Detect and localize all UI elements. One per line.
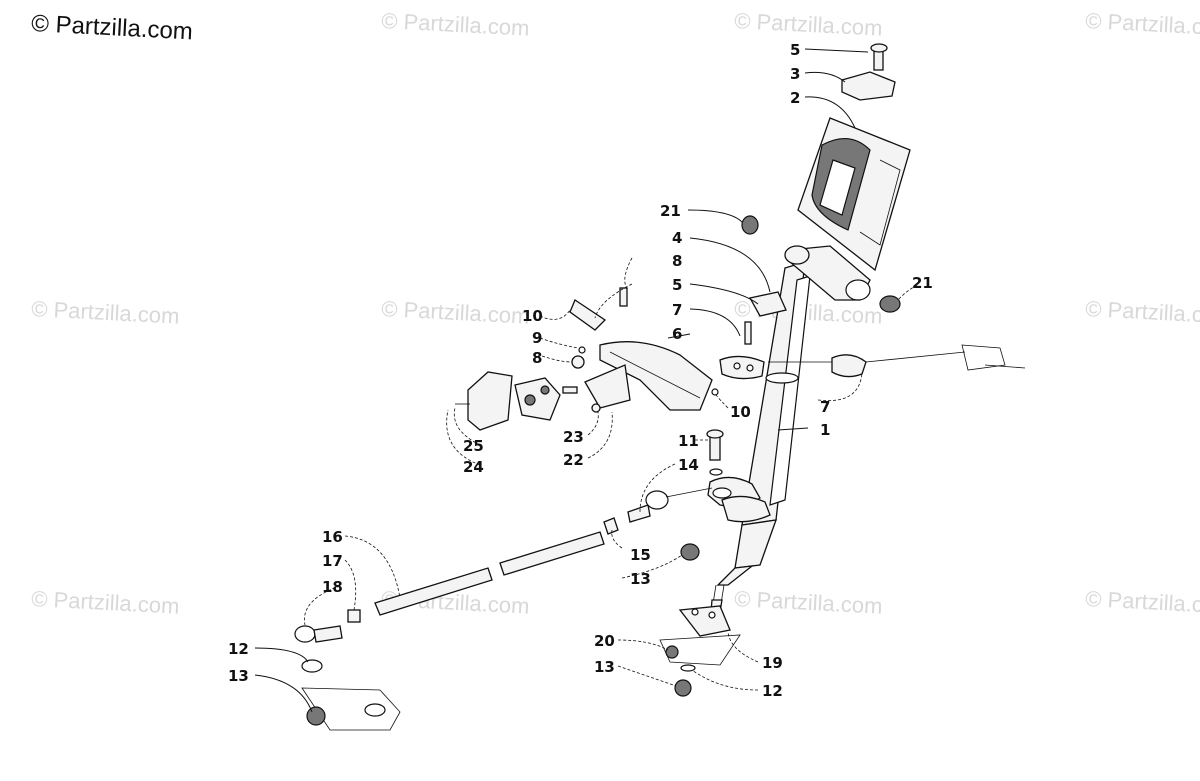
- steering-post: [707, 245, 871, 613]
- steering-arm: [659, 605, 741, 697]
- callout-24: 24: [463, 458, 484, 476]
- callout-22: 22: [563, 451, 584, 469]
- callout-7: 7: [820, 398, 830, 416]
- callout-11: 11: [678, 432, 699, 450]
- callout-21: 21: [660, 202, 681, 220]
- switch-housing: [455, 364, 631, 431]
- callout-12: 12: [228, 640, 249, 658]
- callout-13: 13: [228, 667, 249, 685]
- callout-21: 21: [912, 274, 933, 292]
- callout-19: 19: [762, 654, 783, 672]
- end-plug: [741, 215, 759, 235]
- callout-8: 8: [532, 349, 542, 367]
- callout-9: 9: [532, 329, 542, 347]
- callout-25: 25: [463, 437, 484, 455]
- end-plug: [879, 295, 901, 313]
- callout-15: 15: [630, 546, 651, 564]
- callout-2: 2: [790, 89, 800, 107]
- callout-5: 5: [790, 41, 800, 59]
- throttle-bracket: [569, 287, 719, 411]
- callout-5: 5: [672, 276, 682, 294]
- callout-10: 10: [522, 307, 543, 325]
- tie-rod: [294, 429, 724, 731]
- callout-18: 18: [322, 578, 343, 596]
- callout-7: 7: [672, 301, 682, 319]
- callout-6: 6: [672, 325, 682, 343]
- callout-3: 3: [790, 65, 800, 83]
- callout-17: 17: [322, 552, 343, 570]
- callout-12: 12: [762, 682, 783, 700]
- callout-13: 13: [594, 658, 615, 676]
- callout-20: 20: [594, 632, 615, 650]
- callout-14: 14: [678, 456, 699, 474]
- callouts: 5 3 2 21 4 8 5 7 6 21 7 1 10 9 8 10 11 1…: [228, 41, 933, 700]
- callout-10: 10: [730, 403, 751, 421]
- callout-16: 16: [322, 528, 343, 546]
- handlebar-pad: [797, 43, 911, 272]
- callout-13: 13: [630, 570, 651, 588]
- callout-1: 1: [820, 421, 830, 439]
- callout-4: 4: [672, 229, 682, 247]
- callout-23: 23: [563, 428, 584, 446]
- clamp-parts: [719, 291, 1026, 380]
- leader-lines: [254, 48, 918, 713]
- callout-8: 8: [672, 252, 682, 270]
